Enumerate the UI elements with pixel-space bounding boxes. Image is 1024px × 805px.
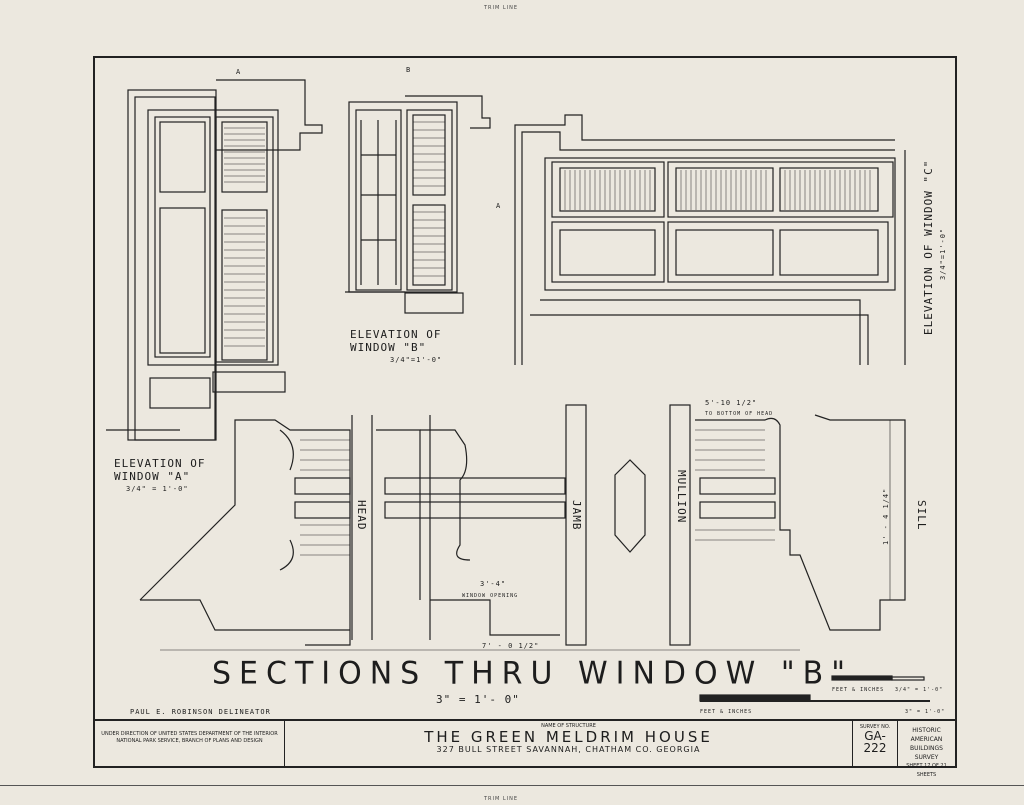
- program-name: HISTORIC AMERICAN: [910, 727, 943, 743]
- trim-line-bottom: TRIM LINE: [484, 796, 519, 802]
- trim-line: [0, 785, 1024, 786]
- window-c-scale: 3/4"=1'-0": [939, 227, 947, 280]
- dim-window-opening: 3'-4": [480, 580, 507, 588]
- dim-sill-height: 1' - 4 1/4": [882, 487, 890, 545]
- scale-bar-large: [699, 694, 930, 702]
- survey-cell: SURVEY NO. GA- 222: [853, 721, 898, 768]
- sections-title: SECTIONS THRU WINDOW "B": [212, 655, 854, 692]
- window-a-elevation: [106, 79, 323, 441]
- section-mark-c: A: [496, 202, 502, 210]
- window-c-elevation: [514, 114, 906, 365]
- window-c-title: ELEVATION OF WINDOW "C": [922, 159, 935, 335]
- window-c-louvers: [564, 170, 871, 210]
- scale-small-label: FEET & INCHES: [832, 687, 885, 693]
- section-mark-a: A: [236, 68, 242, 76]
- dim-bottom-of-head: 5'-10 1/2": [705, 399, 758, 407]
- survey-number: GA-: [864, 729, 886, 743]
- sections-drawing: [139, 404, 906, 651]
- label-head: HEAD: [355, 500, 368, 531]
- scale-bar-small: [831, 675, 925, 681]
- name-label: NAME OF STRUCTURE: [541, 723, 596, 729]
- title-block: UNDER DIRECTION OF UNITED STATES DEPARTM…: [95, 719, 955, 778]
- dim-overall: 7' - 0 1/2": [482, 642, 540, 650]
- structure-name: THE GREEN MELDRIM HOUSE: [424, 728, 713, 746]
- section-mark-b: B: [406, 66, 412, 74]
- sheet-number: SHEET 17 OF 21 SHEETS: [906, 763, 947, 778]
- delineator: PAUL E. ROBINSON DELINEATOR: [130, 708, 271, 716]
- window-b-elevation: [345, 95, 491, 314]
- survey-number-2: 222: [863, 741, 887, 755]
- scale-small-value: 3/4" = 1'-0": [895, 687, 944, 693]
- structure-cell: NAME OF STRUCTURE THE GREEN MELDRIM HOUS…: [285, 721, 853, 768]
- scale-large-value: 3" = 1'-0": [905, 709, 946, 715]
- label-mullion: MULLION: [675, 470, 688, 524]
- scale-large-label: FEET & INCHES: [700, 709, 753, 715]
- agency-text: UNDER DIRECTION OF UNITED STATES DEPARTM…: [95, 721, 285, 768]
- habs-cell: HISTORIC AMERICAN BUILDINGS SURVEY SHEET…: [898, 721, 955, 778]
- sections-scale: 3" = 1'- 0": [436, 693, 520, 706]
- survey-label: SURVEY NO.: [859, 724, 891, 730]
- trim-line-top: TRIM LINE: [484, 5, 519, 11]
- section-hatching: [300, 429, 775, 556]
- drawing-border: [93, 56, 957, 768]
- program-name-2: BUILDINGS SURVEY: [910, 745, 943, 761]
- window-b-shutter-louvers: [413, 121, 445, 277]
- structure-address: 327 BULL STREET SAVANNAH, CHATHAM CO. GE…: [436, 745, 701, 754]
- dim-bottom-of-head-label: TO BOTTOM OF HEAD: [705, 411, 774, 417]
- dim-window-opening-label: WINDOW OPENING: [462, 593, 519, 599]
- window-a-shutter-louvers: [224, 127, 265, 347]
- label-sill: SILL: [915, 500, 928, 531]
- label-jamb: JAMB: [570, 500, 583, 531]
